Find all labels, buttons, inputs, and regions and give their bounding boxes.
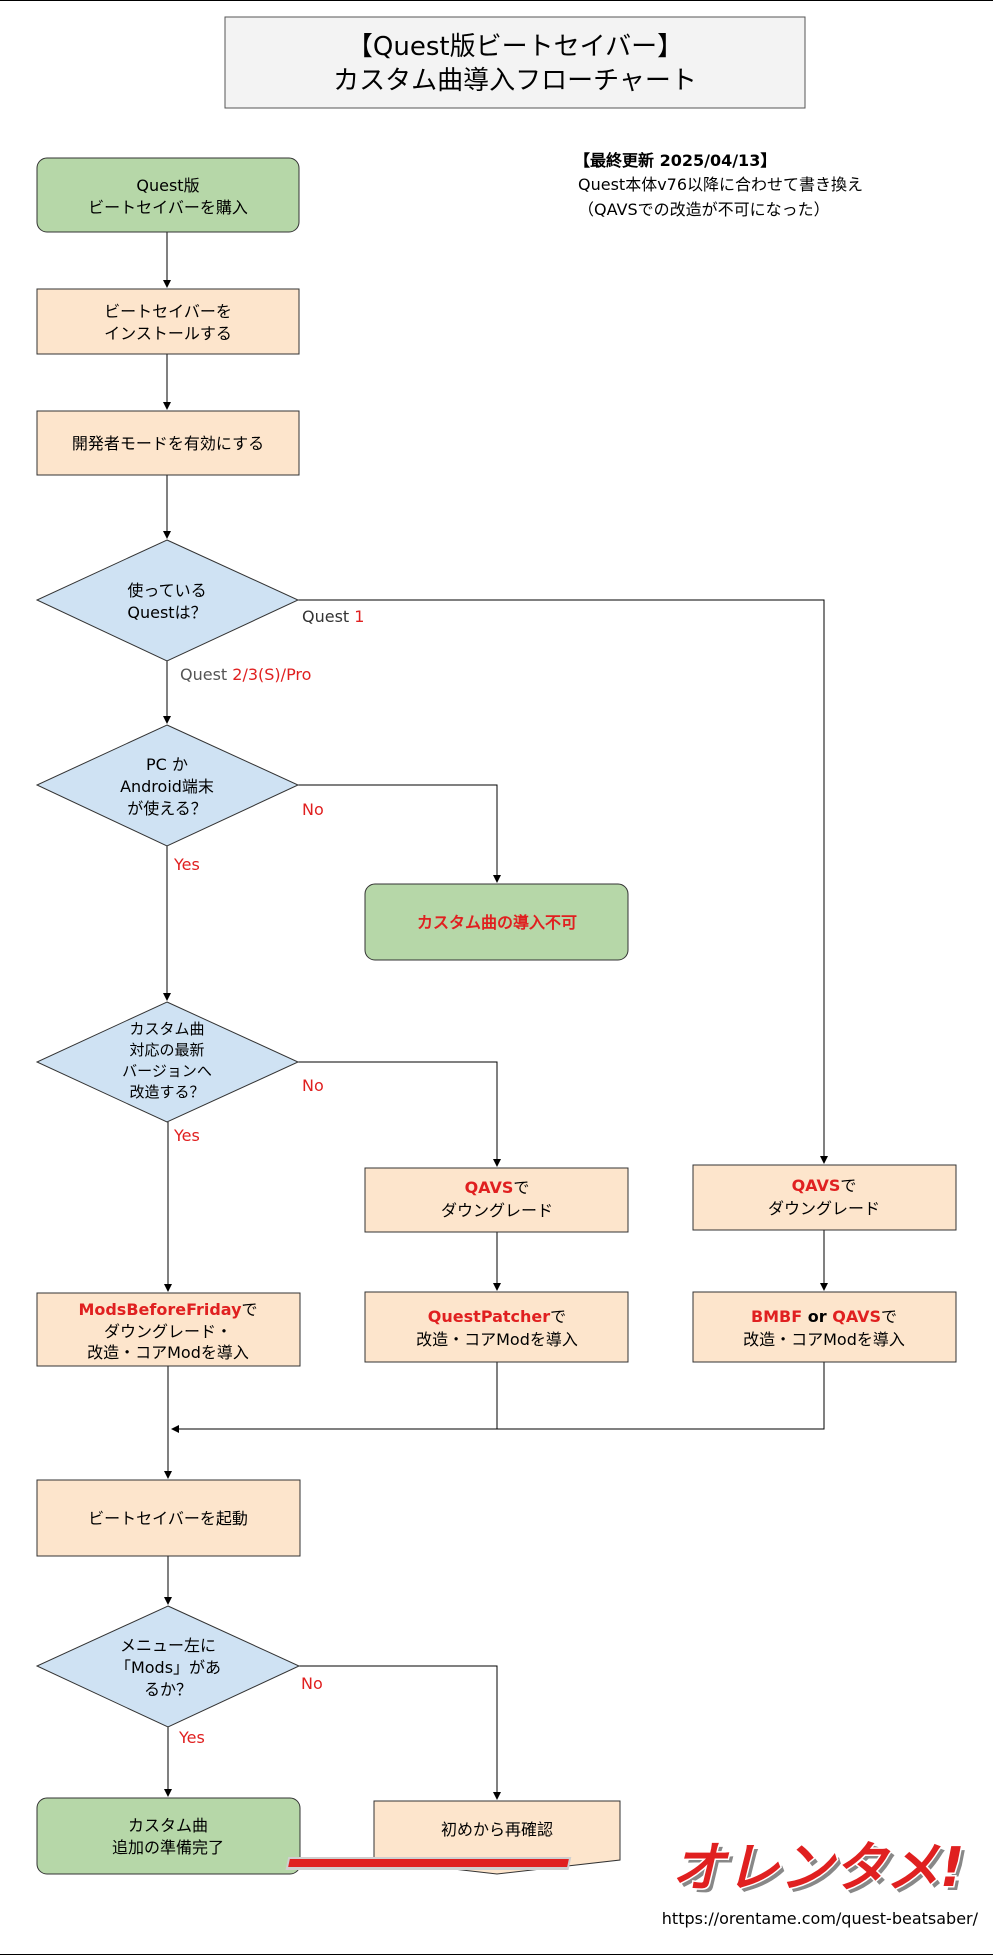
edge-pc-no [298,784,501,883]
node-install-line-2: インストールする [104,324,232,343]
edge-mods-no [299,1665,501,1800]
node-ready-line-2: 追加の準備完了 [112,1838,224,1857]
node-purchase-line-2: ビートセイバーを購入 [88,198,248,217]
node-dev-mode-line-1: 開発者モードを有効にする [72,434,264,453]
label-mods-yes: Yes [178,1728,205,1747]
connectors [163,232,828,1800]
node-mod-latest-line-1: カスタム曲 [129,1020,204,1038]
label-pc-yes: Yes [173,855,200,874]
node-mod-latest-line-2: 対応の最新 [129,1041,204,1059]
node-qavs-downgrade-2: QAVSで ダウングレード [692,1164,957,1231]
svg-text:QAVSで: QAVSで [465,1178,530,1197]
node-mods-check-line-1: メニュー左に [120,1636,216,1655]
node-not-possible-line-1: カスタム曲の導入不可 [417,913,577,932]
title-line-1: 【Quest版ビートセイバー】 [347,32,683,62]
label-pc-no: No [302,800,324,819]
node-questpatcher-tool: QuestPatcher [428,1307,550,1326]
node-mods-check-line-2: 「Mods」があ [115,1658,221,1677]
node-qavs-downgrade-1-tool: QAVS [465,1178,514,1197]
svg-text:QAVSで: QAVSで [792,1176,857,1195]
node-install: ビートセイバーを インストールする [36,288,300,355]
node-recheck-line-1: 初めから再確認 [441,1820,553,1839]
node-mod-latest-line-4: 改造する？ [129,1083,204,1101]
node-questpatcher: QuestPatcherで 改造・コアModを導入 [364,1291,629,1363]
node-which-quest-line-1: 使っている [127,581,206,600]
node-mod-latest: カスタム曲 対応の最新 バージョンへ 改造する？ [35,1001,300,1123]
svg-text:QuestPatcherで: QuestPatcherで [428,1307,566,1326]
edge-which-quest1 [298,599,828,1164]
label-quest2-value: 2/3(S)/Pro [232,665,311,684]
update-line-1: Quest本体v76以降に合わせて書き換え [578,175,863,194]
node-not-possible: カスタム曲の導入不可 [364,883,629,961]
node-bmbf-suffix: で [881,1307,897,1326]
footer-logo: オレンタメ! オレンタメ! [285,1835,969,1903]
node-pc-android: PC か Android端末 が使える？ [35,724,300,847]
node-qavs-downgrade-2-tool: QAVS [792,1176,841,1195]
svg-text:オレンタメ!: オレンタメ! [675,1840,968,1903]
node-ready: カスタム曲 追加の準備完了 [36,1797,301,1875]
logo-text: オレンタメ! [671,1836,964,1899]
node-pc-android-line-1: PC か [146,755,188,774]
node-purchase-line-1: Quest版 [136,176,199,195]
node-questpatcher-line-2: 改造・コアModを導入 [416,1330,578,1349]
node-questpatcher-suffix: で [550,1307,566,1326]
node-dev-mode: 開発者モードを有効にする [36,410,300,476]
node-which-quest-line-2: Questは？ [127,603,206,622]
footer-url: https://orentame.com/quest-beatsaber/ [662,1909,979,1928]
label-mods-no: No [301,1674,323,1693]
node-qavs-downgrade-2-line-2: ダウングレード [768,1199,880,1218]
svg-text:ModsBeforeFridayで: ModsBeforeFridayで [78,1300,257,1319]
node-launch: ビートセイバーを起動 [36,1479,301,1557]
label-quest1-value: 1 [354,607,364,626]
node-pc-android-line-2: Android端末 [120,777,214,796]
node-purchase: Quest版 ビートセイバーを購入 [36,157,300,233]
label-mod-no: No [302,1076,324,1095]
node-recheck: 初めから再確認 [373,1800,621,1875]
update-line-2: （QAVSでの改造が不可になった） [578,200,830,219]
node-qavs-downgrade-1-suffix: で [513,1178,529,1197]
svg-text:Quest 2/3(S)/Pro: Quest 2/3(S)/Pro [180,665,311,684]
node-qavs-downgrade-1-line-2: ダウングレード [441,1201,553,1220]
node-pc-android-line-3: が使える？ [127,799,207,818]
label-quest1-prefix: Quest [302,607,354,626]
update-note: 【最終更新 2025/04/13】 Quest本体v76以降に合わせて書き換え … [574,151,863,219]
node-launch-line-1: ビートセイバーを起動 [88,1509,248,1528]
title-box: 【Quest版ビートセイバー】 カスタム曲導入フローチャート [224,16,806,109]
edge-bmbf-merge [171,1362,825,1433]
node-qavs-downgrade-1: QAVSで ダウングレード [364,1167,629,1233]
label-quest2-prefix: Quest [180,665,232,684]
node-bmbf-line-2: 改造・コアModを導入 [743,1330,905,1349]
node-mods-check-line-3: るか？ [144,1680,192,1699]
node-ready-line-1: カスタム曲 [128,1816,208,1835]
update-heading: 【最終更新 2025/04/13】 [574,151,776,170]
node-mbf-suffix: で [242,1300,258,1319]
node-mbf-line-3: 改造・コアModを導入 [87,1343,249,1362]
node-mod-latest-line-3: バージョンへ [122,1062,212,1080]
node-qavs-downgrade-2-suffix: で [840,1176,856,1195]
node-bmbf-or: or [802,1307,832,1326]
node-mods-check: メニュー左に 「Mods」があ るか？ [35,1605,301,1728]
node-bmbf: BMBF or QAVSで 改造・コアModを導入 [692,1291,957,1363]
node-mbf-tool: ModsBeforeFriday [78,1300,242,1319]
node-bmbf-tool-1: BMBF [751,1307,802,1326]
node-install-line-1: ビートセイバーを [104,302,232,321]
node-mbf: ModsBeforeFridayで ダウングレード・ 改造・コアModを導入 [36,1292,301,1367]
svg-text:BMBF or QAVSで: BMBF or QAVSで [751,1307,897,1326]
svg-text:Quest 1: Quest 1 [302,607,364,626]
label-mod-yes: Yes [173,1126,200,1145]
node-mbf-line-2: ダウングレード・ [104,1322,232,1341]
edge-mod-no [298,1061,501,1167]
node-which-quest: 使っている Questは？ [35,539,300,662]
node-bmbf-tool-2: QAVS [832,1307,881,1326]
title-line-2: カスタム曲導入フローチャート [333,66,697,96]
